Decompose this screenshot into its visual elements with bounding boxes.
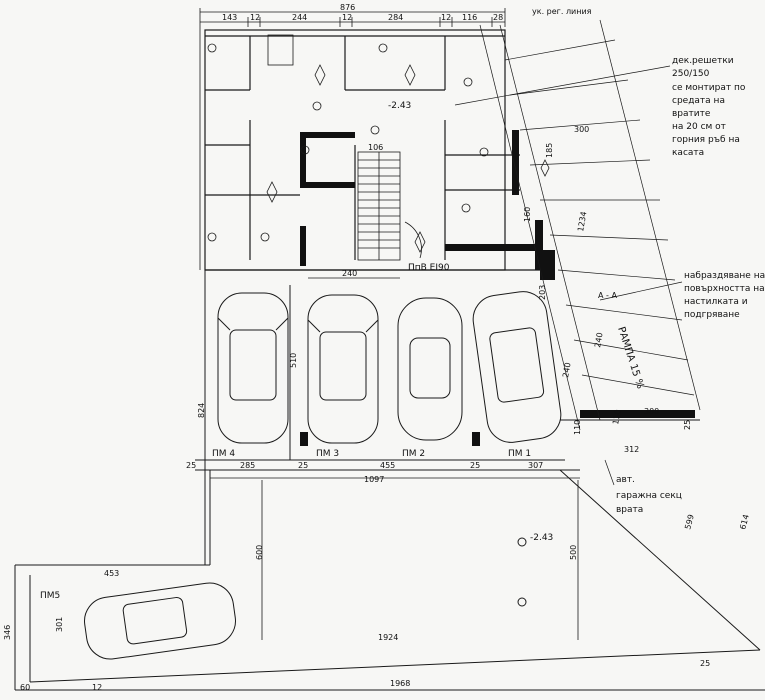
section-mark: А - А <box>598 291 617 300</box>
fire-door-label: ПпВ ЕI90 <box>408 263 450 273</box>
garage-note-line-3: врата <box>616 505 643 515</box>
dim-1097: 1097 <box>364 475 384 484</box>
parking-label-pm4: ПМ 4 <box>212 449 235 459</box>
dim-300b: 300 <box>644 407 659 416</box>
car-pm4 <box>217 292 289 444</box>
car-pm1 <box>472 291 562 443</box>
roughen-note-line-2: повърхността на <box>684 284 765 294</box>
parking-area <box>14 270 765 691</box>
dim-12b: 12 <box>342 13 352 22</box>
dim-25e: 25 <box>700 659 710 668</box>
top-dimension-chain <box>199 8 506 270</box>
car-pm2 <box>397 297 463 441</box>
grate-note-line-8: касата <box>672 148 704 158</box>
dim-25a: 25 <box>186 461 196 470</box>
garage-door-note: авт. гаражна секц врата <box>604 459 682 515</box>
dim-510: 510 <box>289 353 298 368</box>
roughen-note-line-4: подгряване <box>684 310 740 320</box>
ramp-label: РАМПА 15 % <box>615 326 645 391</box>
dim-312: 312 <box>624 445 639 454</box>
parking-label-pm2: ПМ 2 <box>402 449 425 459</box>
dim-876: 876 <box>340 3 355 12</box>
dim-160: 160 <box>523 207 532 222</box>
dim-106: 106 <box>368 143 383 152</box>
roughen-note-line-1: набраздяване на <box>684 271 765 281</box>
dim-12c: 12 <box>441 13 451 22</box>
garage-note-line-1: авт. <box>616 475 635 485</box>
thick-walls <box>300 130 695 446</box>
dim-614: 614 <box>738 513 751 530</box>
dim-1968: 1968 <box>390 679 410 688</box>
dim-301: 301 <box>55 617 64 632</box>
dim-240a: 240 <box>342 269 357 278</box>
grate-note-line-3: се монтират по <box>672 83 746 93</box>
dim-110a: 110 <box>573 420 582 435</box>
dim-110b: 110 <box>611 409 623 426</box>
dim-25d: 25 <box>683 420 692 430</box>
dim-500: 500 <box>569 545 578 560</box>
dim-12d: 12 <box>92 683 102 692</box>
level-mark-yard: -2.43 <box>530 533 553 543</box>
dim-116: 116 <box>462 13 477 22</box>
dim-185: 185 <box>545 143 554 158</box>
grate-note-line-2: 250/150 <box>672 69 710 79</box>
dim-60: 60 <box>20 683 30 692</box>
car-pm3 <box>307 294 379 444</box>
dim-240c: 240 <box>561 362 573 379</box>
dim-143: 143 <box>222 13 237 22</box>
grate-note-line-7: горния ръб на <box>672 135 740 145</box>
level-mark-top: -2.43 <box>388 101 411 111</box>
dim-240b: 240 <box>593 332 605 349</box>
grate-note-line-4: средата на <box>672 96 725 106</box>
dim-284: 284 <box>388 13 403 22</box>
dim-25c: 25 <box>470 461 480 470</box>
roughen-note-line-3: настилката и <box>684 297 748 307</box>
grate-note: дек.решетки 250/150 се монтират по среда… <box>454 56 746 158</box>
dim-25b: 25 <box>298 461 308 470</box>
dim-12a: 12 <box>250 13 260 22</box>
dim-244: 244 <box>292 13 307 22</box>
dim-824: 824 <box>197 403 206 418</box>
grate-note-line-6: на 20 см от <box>672 122 726 132</box>
dim-285: 285 <box>240 461 255 470</box>
parking-label-pm1: ПМ 1 <box>508 449 531 459</box>
regulation-line-label: ук. рег. линия <box>532 7 592 16</box>
dim-203: 203 <box>538 285 547 300</box>
parking-label-pm5: ПМ5 <box>40 591 60 601</box>
grate-note-line-5: вратите <box>672 109 711 119</box>
car-pm5 <box>84 582 236 660</box>
dim-600: 600 <box>255 545 264 560</box>
dim-346: 346 <box>3 625 12 640</box>
dim-28: 28 <box>493 13 503 22</box>
dim-599: 599 <box>683 513 696 530</box>
dim-307: 307 <box>528 461 543 470</box>
dim-1924: 1924 <box>378 633 398 642</box>
grate-note-line-1: дек.решетки <box>672 56 734 66</box>
garage-note-line-2: гаражна секц <box>616 491 682 501</box>
building-walls <box>204 29 555 271</box>
dim-300a: 300 <box>574 125 589 134</box>
staircase <box>357 151 401 261</box>
ramp <box>479 19 701 431</box>
dim-1234: 1234 <box>576 211 588 233</box>
parking-label-pm3: ПМ 3 <box>316 449 339 459</box>
dim-455: 455 <box>380 461 395 470</box>
room-symbols <box>207 34 550 253</box>
door-swing <box>404 221 422 259</box>
roughen-note: набраздяване на повърхността на настилка… <box>599 271 765 320</box>
dim-453: 453 <box>104 569 119 578</box>
